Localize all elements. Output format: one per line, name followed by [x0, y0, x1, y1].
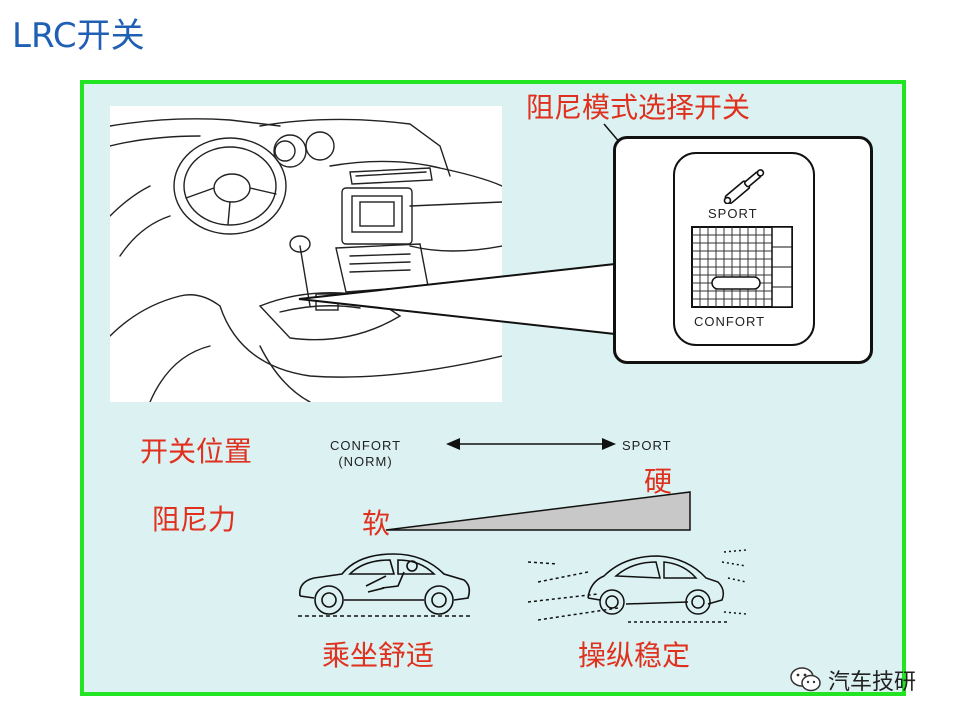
damping-force-label: 阻尼力: [152, 503, 237, 536]
axis-left-main: CONFORT: [330, 438, 402, 453]
hard-label: 硬: [644, 465, 673, 498]
shock-absorber-icon: [723, 169, 765, 204]
wechat-icon: [790, 667, 821, 692]
switch-sport-label: SPORT: [708, 206, 758, 221]
slide-title: LRC开关: [12, 16, 145, 56]
switch-detail-box: [613, 136, 873, 364]
steering-interior-drawing: [110, 118, 502, 402]
axis-left-sub: (NORM): [338, 454, 393, 469]
axis-double-arrow: [446, 438, 616, 450]
callout-title: 阻尼模式选择开关: [526, 91, 751, 124]
comfort-car-icon: [298, 553, 471, 617]
interior-drawing: [110, 106, 502, 402]
watermark: 汽车技研: [790, 660, 916, 700]
soft-label: 软: [362, 507, 391, 540]
axis-right-label: SPORT: [622, 438, 672, 453]
stability-label: 操纵稳定: [578, 639, 691, 672]
switch-confort-label: CONFORT: [694, 314, 766, 329]
switch-position-label: 开关位置: [140, 435, 253, 468]
damping-switch-drawing: [673, 152, 815, 346]
content-panel: SPORT CONFORT 阻尼模式选择开关 开关位置 阻尼力 CONFORT …: [80, 80, 906, 696]
comfort-label: 乘坐舒适: [322, 639, 435, 672]
damping-force-wedge: [385, 491, 691, 531]
watermark-text: 汽车技研: [828, 670, 917, 695]
sport-car-icon: [528, 549, 747, 623]
axis-left-label: CONFORT (NORM): [330, 438, 401, 470]
